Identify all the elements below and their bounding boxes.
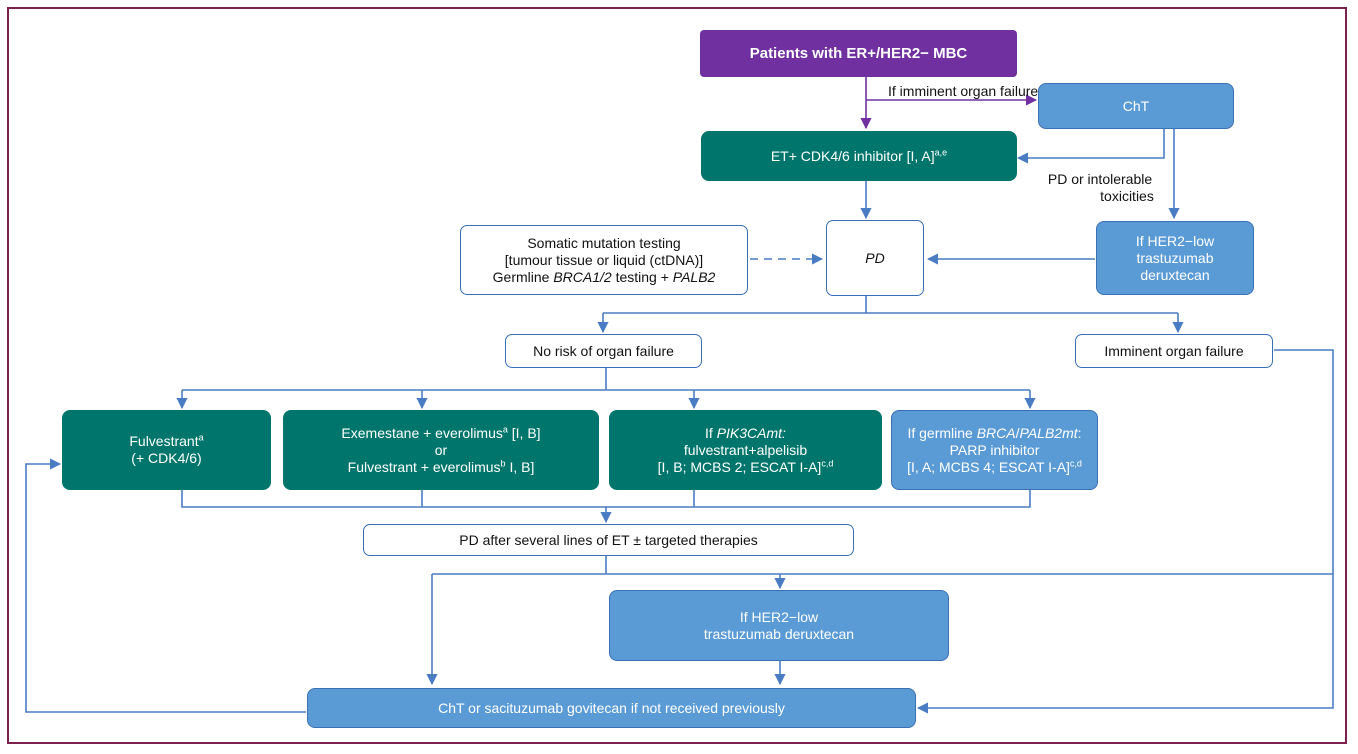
edge-norisk-split bbox=[182, 368, 1030, 391]
node-et-cdk46-label: ET+ CDK4/6 inhibitor [I, A]a,e bbox=[770, 146, 948, 164]
node-pik3ca: If PIK3CAmt: fulvestrant+alpelisib [I, B… bbox=[609, 410, 882, 490]
node-cht-label: ChT bbox=[1122, 97, 1150, 114]
node-imminent-failure: Imminent organ failure bbox=[1075, 334, 1273, 368]
edge-imminent-to-final bbox=[916, 349, 1334, 714]
node-start: Patients with ER+/HER2− MBC bbox=[700, 30, 1017, 77]
node-her2low-bottom: If HER2−low trastuzumab deruxtecan bbox=[609, 590, 949, 661]
node-her2low-top: If HER2−low trastuzumab deruxtecan bbox=[1096, 221, 1254, 295]
node-fulvestrant: Fulvestranta (+ CDK4/6) bbox=[62, 410, 271, 490]
edge-loop-to-fulvestrant bbox=[25, 458, 306, 713]
node-pd: PD bbox=[826, 220, 924, 296]
edge-pd-split bbox=[603, 296, 1178, 314]
node-no-risk: No risk of organ failure bbox=[505, 334, 702, 368]
node-cht: ChT bbox=[1038, 83, 1234, 129]
edge-cht-to-et bbox=[1016, 128, 1165, 164]
diagram-frame bbox=[7, 7, 1347, 744]
node-parp-inhibitor: If germline BRCA/PALB2mt: PARP inhibitor… bbox=[891, 410, 1098, 490]
edge-label-pd-toxicities: PD or intolerable toxicities bbox=[1047, 171, 1154, 204]
node-start-label: Patients with ER+/HER2− MBC bbox=[749, 45, 968, 62]
edge-pdlines-split bbox=[432, 556, 1333, 575]
node-final-cht: ChT or sacituzumab govitecan if not rece… bbox=[307, 688, 916, 728]
edge-label-imminent-failure: If imminent organ failure bbox=[888, 83, 1039, 99]
node-et-cdk46: ET+ CDK4/6 inhibitor [I, A]a,e bbox=[701, 131, 1017, 181]
node-exemestane-everolimus: Exemestane + everolimusa [I, B] or Fulve… bbox=[283, 410, 599, 490]
node-pd-after-lines: PD after several lines of ET ± targeted … bbox=[363, 524, 854, 556]
node-somatic-testing: Somatic mutation testing [tumour tissue … bbox=[460, 225, 748, 295]
edge-options-join bbox=[181, 490, 1031, 508]
